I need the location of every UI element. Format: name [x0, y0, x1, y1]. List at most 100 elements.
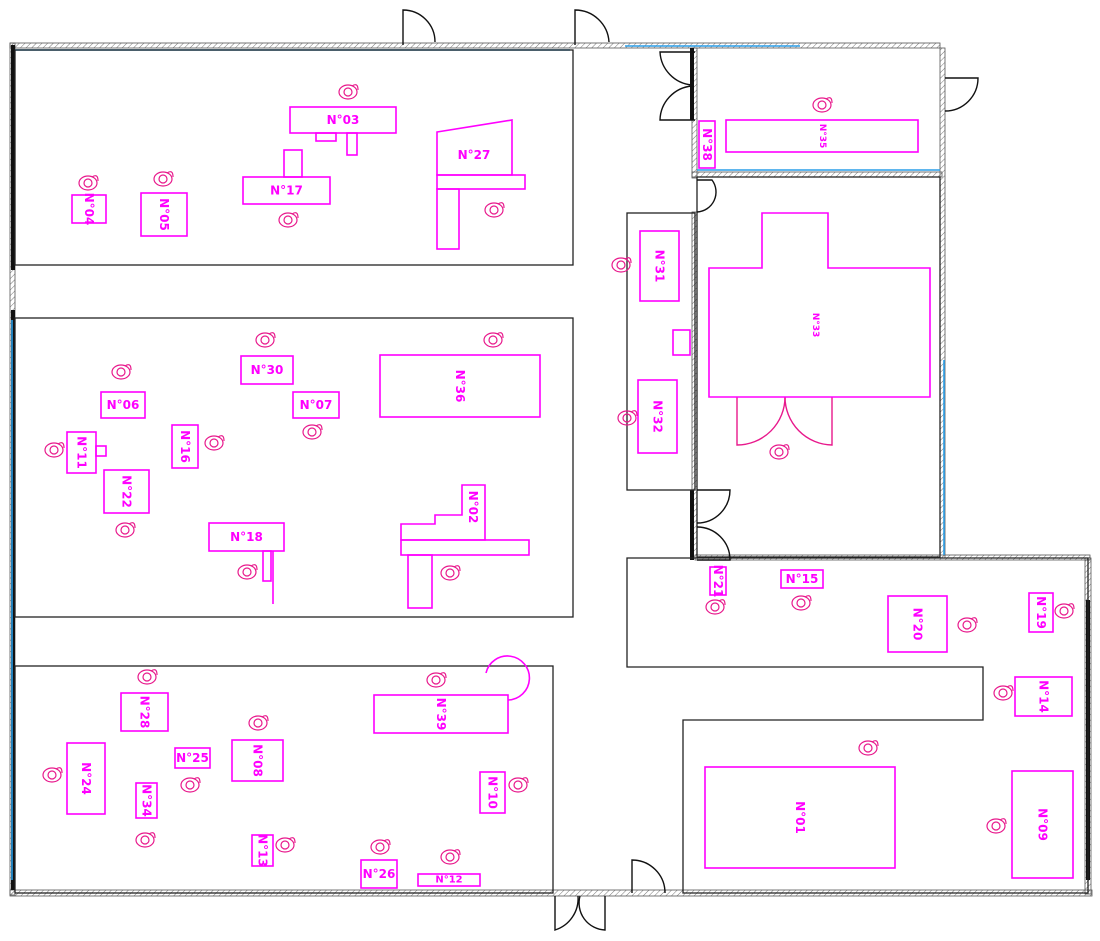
workstation[interactable]: N°30 — [240, 355, 294, 385]
desk-outline — [698, 120, 716, 169]
door-icon — [631, 859, 666, 894]
workstation[interactable]: N°10 — [479, 771, 506, 814]
workstation[interactable]: N°18 — [208, 522, 285, 552]
person-icon — [705, 599, 726, 615]
workstation[interactable]: N°28 — [120, 692, 169, 732]
desk-outline — [1014, 676, 1073, 717]
desk-outline — [479, 771, 506, 814]
workstation[interactable]: N°12 — [417, 873, 481, 887]
desk-outline — [231, 739, 284, 782]
desk-label: N°30 — [251, 363, 284, 377]
desk-outline — [725, 119, 919, 153]
desk-label: N°04 — [82, 193, 96, 226]
person-icon — [135, 832, 156, 848]
person-icon — [1054, 603, 1075, 619]
workstation[interactable]: N°21 — [709, 565, 727, 598]
workstation[interactable]: N°08 — [231, 739, 284, 782]
person-icon — [137, 669, 158, 685]
workstation[interactable]: N°16 — [171, 424, 199, 469]
desk-outline — [171, 424, 199, 469]
door-icon — [696, 489, 731, 524]
desk-outline — [436, 119, 513, 176]
person-icon — [78, 175, 99, 191]
workstation[interactable]: N°27 — [436, 119, 513, 176]
workstation[interactable]: N°04 — [71, 193, 107, 226]
person-icon — [278, 212, 299, 228]
workstation[interactable]: N°34 — [135, 782, 158, 819]
desk-label: N°31 — [653, 250, 667, 283]
desk-label: N°07 — [300, 398, 333, 412]
door-icon — [696, 526, 731, 561]
workstations: N°03 N°27N°17N°04 N°05N°30 N°36N°06 N°07N°11… — [66, 106, 1074, 889]
person-icon — [858, 740, 879, 756]
person-icon — [275, 837, 296, 853]
occupants — [42, 84, 1075, 865]
workstation[interactable]: N°05 — [140, 192, 188, 237]
workstation[interactable]: N°19 — [1028, 592, 1054, 633]
person-icon — [986, 818, 1007, 834]
workstation[interactable]: N°31 — [639, 230, 680, 302]
desk-label: N°24 — [79, 762, 93, 795]
person-icon — [237, 564, 258, 580]
person-icon — [769, 444, 790, 460]
desk-label: N°20 — [911, 608, 925, 641]
desk-outline — [71, 194, 107, 224]
workstation[interactable]: N°24 — [66, 742, 106, 815]
desk-outline — [140, 192, 188, 237]
workstation[interactable]: N°26 — [360, 859, 398, 889]
desk-label: N°15 — [786, 572, 819, 586]
desk-outline — [400, 484, 486, 541]
door-icon — [659, 85, 695, 121]
desk-outline — [1011, 770, 1074, 879]
room-east — [626, 557, 1089, 894]
workstation[interactable]: N°32 — [637, 379, 678, 454]
workstation[interactable]: N°38 — [698, 120, 716, 169]
workstation[interactable]: N°02 — [400, 484, 486, 541]
workstation[interactable]: N°15 — [780, 569, 824, 589]
desk-outline — [100, 391, 146, 419]
workstation[interactable]: N°33 — [708, 212, 931, 398]
person-icon — [611, 257, 632, 273]
desk-outline — [289, 106, 397, 134]
door-icon — [554, 895, 579, 931]
desk-outline — [704, 766, 896, 869]
desk-label: N°02 — [466, 491, 480, 524]
person-icon — [957, 617, 978, 633]
person-icon — [426, 672, 447, 688]
desk-outline — [66, 431, 97, 474]
desk-outline — [240, 355, 294, 385]
workstation[interactable]: N°17 — [242, 176, 331, 205]
room-west — [14, 317, 574, 618]
workstation[interactable]: N°09 — [1011, 770, 1074, 879]
desk-label: N°22 — [120, 475, 134, 508]
desk-outline — [242, 176, 331, 205]
workstation[interactable]: N°22 — [103, 469, 150, 514]
workstation[interactable]: N°35 — [725, 119, 919, 153]
room-north-west — [14, 49, 574, 266]
workstation[interactable]: N°36 — [379, 354, 541, 418]
workstation[interactable]: N°25 — [174, 747, 211, 769]
desk-label: N°34 — [140, 784, 154, 817]
person-icon — [812, 97, 833, 113]
workstation[interactable]: N°01 — [704, 766, 896, 869]
desk-outline — [379, 354, 541, 418]
person-icon — [484, 202, 505, 218]
desk-outline — [208, 522, 285, 552]
workstation[interactable]: N°03 — [289, 106, 397, 134]
workstation[interactable]: N°20 — [887, 595, 948, 653]
desk-outline — [639, 230, 680, 302]
workstation[interactable]: N°07 — [292, 391, 340, 419]
workstation[interactable]: N°13 — [251, 834, 274, 867]
person-icon — [370, 839, 391, 855]
workstation[interactable]: N°39 — [373, 694, 509, 734]
desk-label: N°09 — [1036, 808, 1050, 841]
desk-label: N°26 — [363, 867, 396, 881]
workstation[interactable]: N°06 — [100, 391, 146, 419]
desk-label: N°35 — [817, 124, 827, 149]
workstation[interactable]: N°14 — [1014, 676, 1073, 717]
door-icon — [659, 51, 695, 86]
desk-outline — [251, 834, 274, 867]
workstation[interactable]: N°11 — [66, 431, 97, 474]
person-icon — [44, 442, 65, 458]
desk-outline — [174, 747, 211, 769]
